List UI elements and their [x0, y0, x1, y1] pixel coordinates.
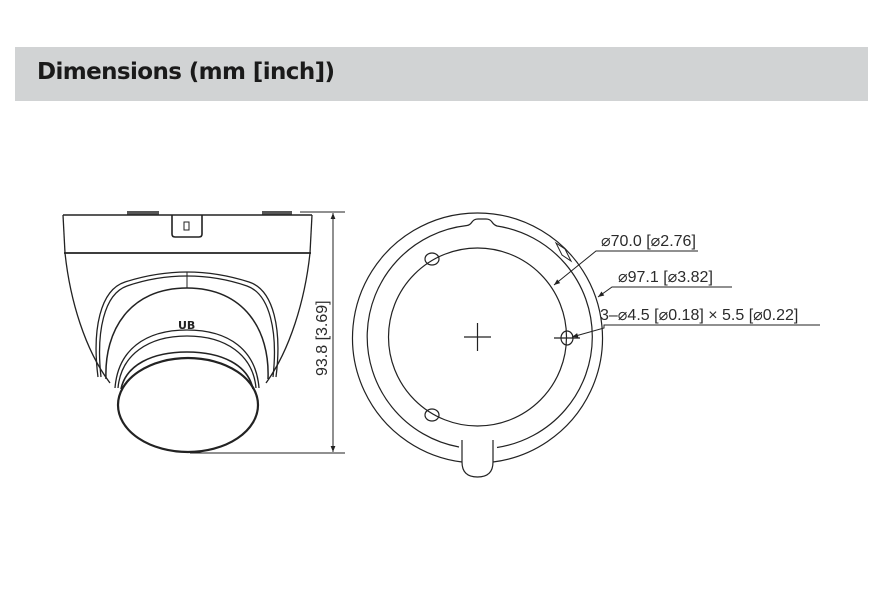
inner-diameter-callout: ⌀70.0 [⌀2.76]: [601, 233, 696, 250]
logo-mark: UB: [178, 319, 195, 332]
camera-top-view: [351, 212, 604, 478]
top-tab-left: [127, 211, 159, 215]
height-dimension: [190, 211, 345, 454]
mounting-holes-callout: 3–⌀4.5 [⌀0.18] × 5.5 [⌀0.22]: [600, 307, 798, 324]
height-label: 93.8 [3.69]: [314, 300, 331, 376]
top-tab-right: [262, 211, 292, 215]
section-header-bar: Dimensions (mm [inch]): [15, 47, 868, 101]
outer-diameter-callout: ⌀97.1 [⌀3.82]: [618, 269, 713, 286]
camera-side-view: [62, 211, 313, 454]
section-title: Dimensions (mm [inch]): [37, 59, 335, 85]
callout-leaders: [553, 250, 820, 338]
